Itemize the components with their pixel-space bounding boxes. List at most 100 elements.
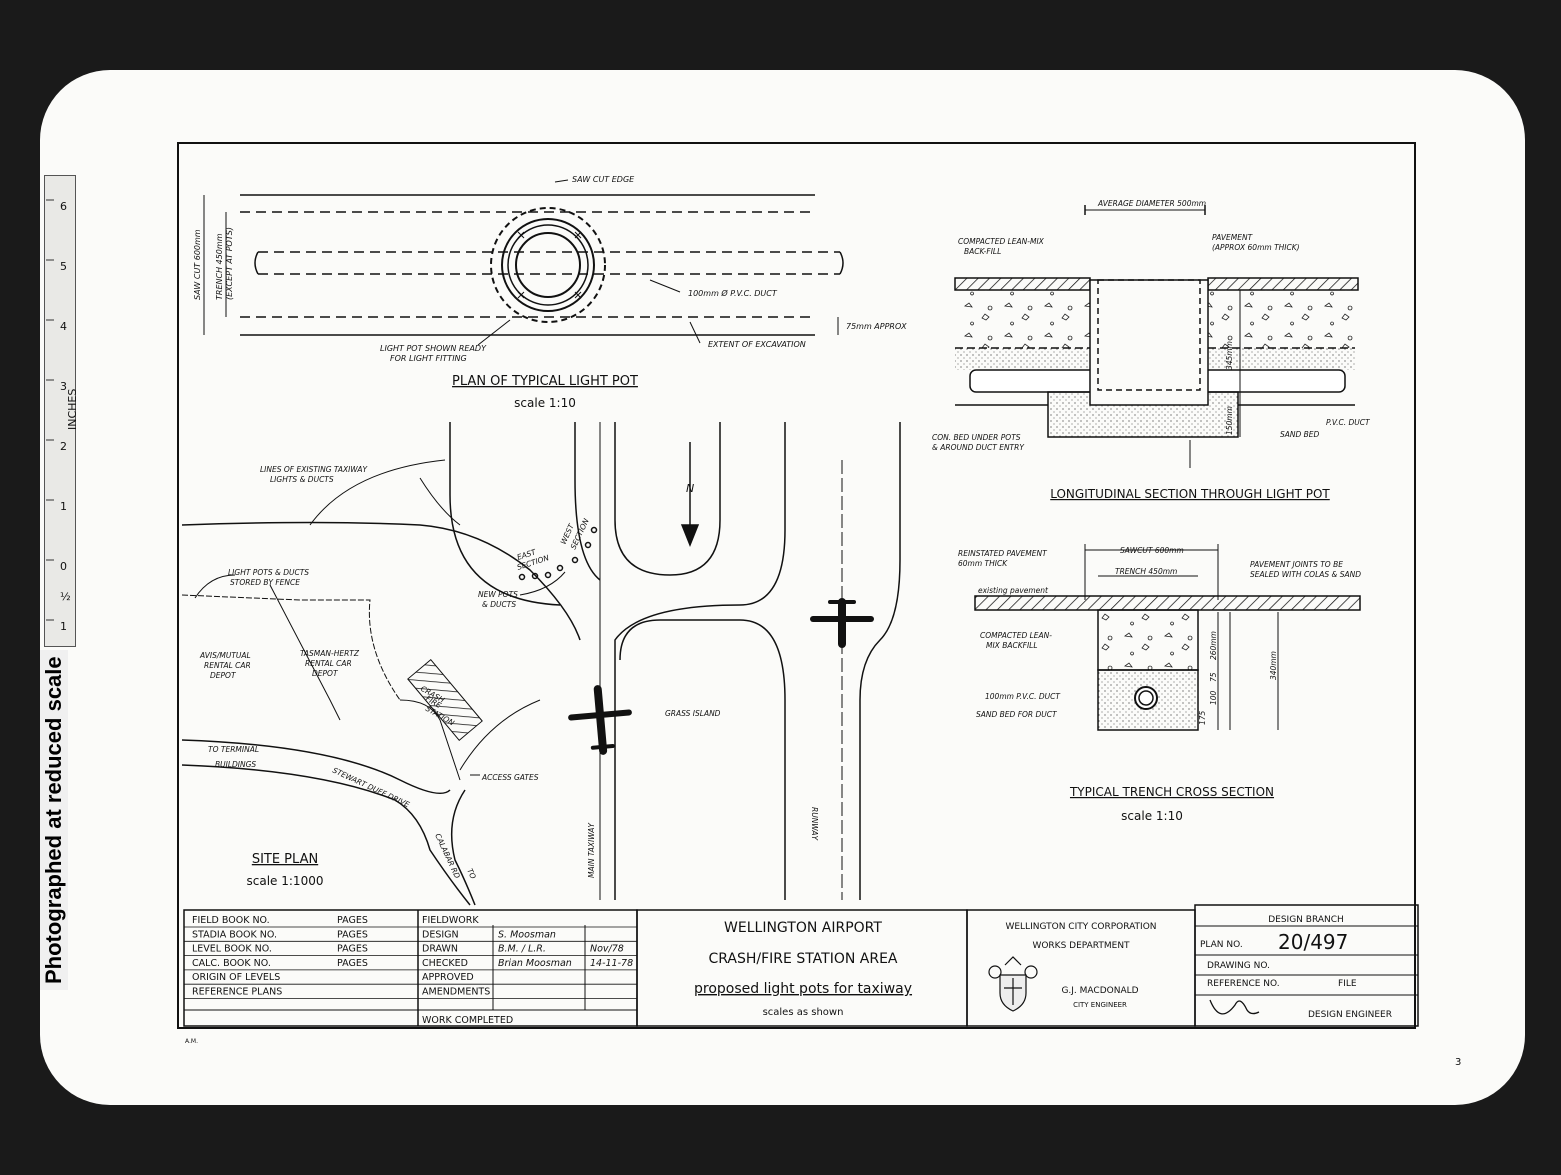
approx-note: 75mm APPROX xyxy=(846,322,907,331)
title-block-row-name: Brian Moosman xyxy=(498,958,572,969)
saw-cut-edge-note: SAW CUT EDGE xyxy=(572,175,635,184)
backfill-note: COMPACTED LEAN-MIX xyxy=(958,237,1045,246)
compacted-note: COMPACTED LEAN- xyxy=(980,631,1052,640)
title-block-row-name: B.M. / L.R. xyxy=(498,944,546,955)
dim-175: 175 xyxy=(1198,710,1207,725)
light-pot-note: LIGHT POT SHOWN READY xyxy=(380,344,487,353)
ruler-tick: 1 xyxy=(60,500,67,513)
avis-label: AVIS/MUTUAL xyxy=(199,651,251,660)
tasman-label: TASMAN-HERTZ xyxy=(300,649,360,658)
department-name: WORKS DEPARTMENT xyxy=(1032,941,1130,951)
title-block-row-date: Nov/78 xyxy=(590,944,624,955)
trench-cross-section xyxy=(974,544,1361,731)
pots-stored-note: LIGHT POTS & DUCTS xyxy=(228,568,309,577)
new-pots-label: NEW POTS xyxy=(478,590,518,599)
reinstated-note-2: 60mm THICK xyxy=(958,559,1008,568)
crest-icon xyxy=(988,956,1038,1012)
reference-no-label: REFERENCE NO. xyxy=(1207,979,1280,989)
compacted-note-2: MIX BACKFILL xyxy=(986,641,1038,650)
scale-ruler xyxy=(44,175,76,647)
sawcut-dim: SAWCUT 600mm xyxy=(1120,546,1184,555)
title-block-row-field: CHECKED xyxy=(422,958,468,969)
duct-note: 100mm P.V.C. DUCT xyxy=(985,692,1061,701)
engineer-name: G.J. MACDONALD xyxy=(1061,986,1138,996)
aircraft-icon xyxy=(568,685,632,755)
avg-dia-note: AVERAGE DIAMETER 500mm xyxy=(1097,199,1206,208)
project-title-1: WELLINGTON AIRPORT xyxy=(724,920,882,936)
ruler-tick: ½ xyxy=(60,590,71,603)
dim-260: 260mm xyxy=(1209,631,1218,660)
joints-note-2: SEALED WITH COLAS & SAND xyxy=(1250,570,1361,579)
backfill-note-2: BACK-FILL xyxy=(964,247,1001,256)
sandbed-note: SAND BED FOR DUCT xyxy=(976,710,1058,719)
design-engineer-label: DESIGN ENGINEER xyxy=(1308,1010,1392,1020)
site-plan-title: SITE PLAN xyxy=(252,852,318,867)
to-label: TO xyxy=(465,867,478,880)
dim-75: 75 xyxy=(1209,672,1218,682)
tasman-label-2: RENTAL CAR xyxy=(305,659,352,668)
title-block-rows: FIELD BOOK NO. PAGES FIELDWORK STADIA BOOK … xyxy=(184,915,637,999)
ruler-tick: 3 xyxy=(60,380,67,393)
title-block-row-label: FIELD BOOK NO. xyxy=(192,915,270,926)
title-block-row-pages: PAGES xyxy=(337,929,368,940)
sand-note: SAND BED xyxy=(1280,430,1320,439)
trench-text: REINSTATED PAVEMENT 60mm THICK SAWCUT 60… xyxy=(958,546,1361,725)
north-label: N xyxy=(686,482,694,495)
plan-pot-scale: scale 1:10 xyxy=(514,396,576,410)
ruler-tick: 4 xyxy=(60,320,67,333)
title-block-row-field: DRAWN xyxy=(422,944,458,955)
trench-dim: TRENCH 450mm xyxy=(1115,567,1177,576)
grass-island-label: GRASS ISLAND xyxy=(665,709,721,718)
plan-typical-light-pot xyxy=(203,179,844,346)
title-block-row-field: FIELDWORK xyxy=(422,915,479,926)
title-block-row-date: 14-11-78 xyxy=(590,958,633,969)
pavement-note: PAVEMENT xyxy=(1212,233,1254,242)
runway-label: RUNWAY xyxy=(810,807,819,841)
ruler-tick: 1 xyxy=(60,620,67,633)
terminal-label-2: BUILDINGS xyxy=(215,760,256,769)
trench-dim-2: (EXCEPT AT POTS) xyxy=(225,227,234,300)
title-block-row-field: DESIGN xyxy=(422,929,459,940)
new-pots-label-2: & DUCTS xyxy=(482,600,516,609)
conc-bed-note: CON. BED UNDER POTS xyxy=(932,433,1021,442)
pvc-note: P.V.C. DUCT xyxy=(1326,418,1371,427)
aircraft-icon xyxy=(810,598,874,648)
project-title-3: proposed light pots for taxiway xyxy=(694,981,912,997)
plan-number: 20/497 xyxy=(1278,930,1348,954)
file-label: FILE xyxy=(1338,979,1357,989)
long-section-title: LONGITUDINAL SECTION THROUGH LIGHT POT xyxy=(1050,487,1330,501)
reinstated-note: REINSTATED PAVEMENT xyxy=(958,549,1048,558)
road-label: STEWART DUFF DRIVE xyxy=(331,766,411,810)
title-block-row-label: STADIA BOOK NO. xyxy=(192,929,277,940)
duct-note: 100mm Ø P.V.C. DUCT xyxy=(688,288,778,298)
engineer-signature xyxy=(1209,999,1260,1015)
footer-mark: A.M. xyxy=(185,1038,198,1045)
title-block-row-pages: PAGES xyxy=(337,944,368,955)
title-block xyxy=(183,904,1419,1027)
project-title-2: CRASH/FIRE STATION AREA xyxy=(708,951,897,967)
avis-label-2: RENTAL CAR xyxy=(204,661,251,670)
corporation-name: WELLINGTON CITY CORPORATION xyxy=(1005,922,1156,932)
plan-pot-title: PLAN OF TYPICAL LIGHT POT xyxy=(452,374,638,389)
site-plan-scale: scale 1:1000 xyxy=(247,874,324,888)
drawing-frame xyxy=(177,142,1416,1029)
title-block-row-field: AMENDMENTS xyxy=(422,987,490,998)
site-plan-text: LINES OF EXISTING TAXIWAY LIGHTS & DUCTS… xyxy=(199,465,819,880)
trench-scale: scale 1:10 xyxy=(1121,809,1183,823)
dim-340: 340mm xyxy=(1269,651,1278,680)
plan-pot-text: SAW CUT EDGE 100mm Ø P.V.C. DUCT EXTENT … xyxy=(193,175,907,363)
title-block-row-name: S. Moosman xyxy=(498,929,556,940)
tasman-label-3: DEPOT xyxy=(312,669,339,678)
site-plan xyxy=(181,422,901,906)
ruler-unit: INCHES xyxy=(66,389,79,430)
dim-100: 100 xyxy=(1209,690,1218,705)
saw-cut-dim: SAW CUT 600mm xyxy=(193,229,202,300)
light-pot-note-2: FOR LIGHT FITTING xyxy=(390,354,467,363)
ruler-tick: 0 xyxy=(60,560,67,573)
title-block-row-label: LEVEL BOOK NO. xyxy=(192,944,272,955)
longitudinal-section xyxy=(954,205,1359,468)
title-block-row-label: REFERENCE PLANS xyxy=(192,987,282,998)
design-branch: DESIGN BRANCH xyxy=(1268,915,1344,925)
ruler-tick: 5 xyxy=(60,260,67,273)
